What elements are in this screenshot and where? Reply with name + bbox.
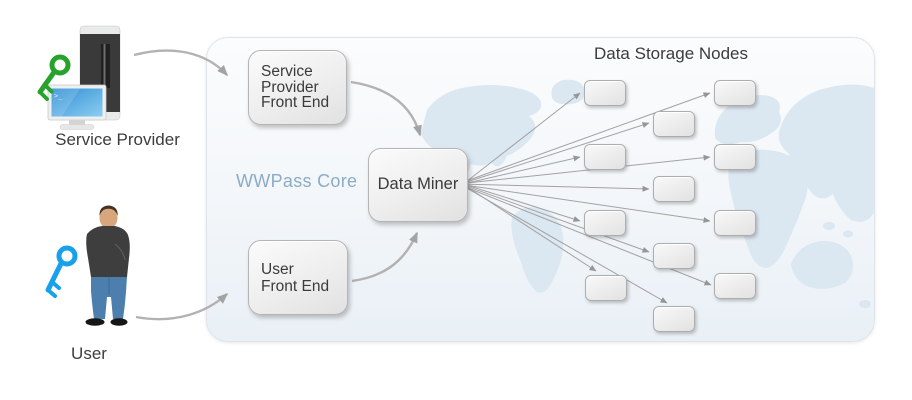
svg-text:>_: >_ (54, 92, 63, 100)
blue-key-icon (45, 245, 78, 298)
data-miner-box: Data Miner (368, 148, 468, 222)
data-storage-nodes-title: Data Storage Nodes (593, 44, 749, 63)
service-provider-icon: >_ (37, 25, 121, 130)
map-south-america (511, 207, 564, 293)
map-island-2 (843, 230, 853, 238)
wwpass-core-title: WWPass Core (236, 171, 358, 191)
service-provider-label: Service Provider (55, 130, 180, 149)
green-key-icon (37, 54, 71, 101)
map-island-1 (823, 222, 835, 230)
map-new-zealand (859, 300, 871, 308)
monitor-icon: >_ (47, 84, 107, 130)
map-australia (791, 240, 853, 289)
user-front-end-box: User Front End (248, 240, 348, 315)
service-provider-front-end-box: Service Provider Front End (248, 50, 347, 125)
map-greenland (551, 79, 586, 105)
map-europe (714, 95, 781, 145)
map-africa (728, 149, 808, 268)
person-icon (85, 205, 130, 326)
user-icon (45, 205, 130, 326)
map-asia (778, 84, 874, 222)
user-label: User (71, 344, 107, 363)
